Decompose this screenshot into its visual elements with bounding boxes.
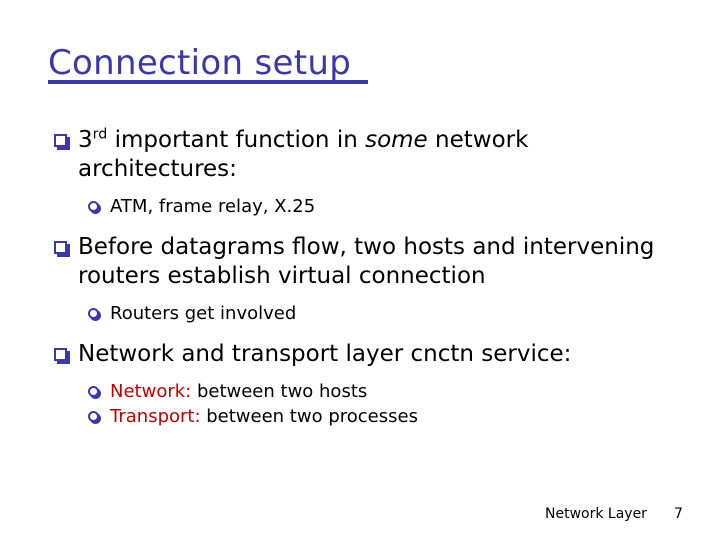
list-item-label: ATM, frame relay, X.25: [110, 196, 316, 217]
circle-bullet-icon: [88, 386, 99, 397]
list-item: Transport: between two processes: [0, 404, 710, 429]
list-item-label: between two hosts: [191, 381, 368, 402]
spacer: [0, 184, 720, 194]
bullet-1-emphasis: some: [365, 127, 428, 153]
title-underline: [48, 80, 368, 84]
list-item: Network: between two hosts: [0, 379, 710, 404]
footer-page-number: 7: [674, 506, 683, 522]
list-item: 3rd important function in some network a…: [0, 126, 678, 184]
list-item-highlight: Transport:: [110, 406, 201, 427]
list-item-label: Routers get involved: [110, 303, 297, 324]
bullet-1-mid: important function in: [107, 127, 366, 153]
spacer: [0, 219, 720, 233]
square-bullet-icon: [54, 134, 67, 147]
list-item-label: between two processes: [200, 406, 418, 427]
circle-bullet-icon: [88, 201, 99, 212]
list-item-highlight: Network:: [110, 381, 192, 402]
bullet-1-lead: 3: [78, 127, 93, 153]
circle-bullet-icon: [88, 411, 99, 422]
spacer: [0, 369, 720, 379]
list-item-label: 3rd important function in some network a…: [78, 126, 678, 184]
slide-body: 3rd important function in some network a…: [0, 126, 720, 429]
list-item: Routers get involved: [0, 301, 710, 326]
bullet-1-tail: network architectures:: [78, 127, 529, 182]
list-item: ATM, frame relay, X.25: [0, 194, 710, 219]
list-item: Before datagrams flow, two hosts and int…: [0, 233, 678, 291]
square-bullet-icon: [54, 348, 67, 361]
footer-label: Network Layer: [545, 506, 647, 522]
circle-bullet-icon: [88, 308, 99, 319]
list-item: Network and transport layer cnctn servic…: [0, 340, 678, 369]
list-item-label: Network and transport layer cnctn servic…: [78, 341, 572, 367]
list-item-label: Before datagrams flow, two hosts and int…: [78, 234, 655, 289]
spacer: [0, 326, 720, 340]
square-bullet-icon: [54, 241, 67, 254]
spacer: [0, 291, 720, 301]
page-title: Connection setup: [48, 43, 352, 83]
bullet-1-superscript: rd: [92, 126, 108, 143]
